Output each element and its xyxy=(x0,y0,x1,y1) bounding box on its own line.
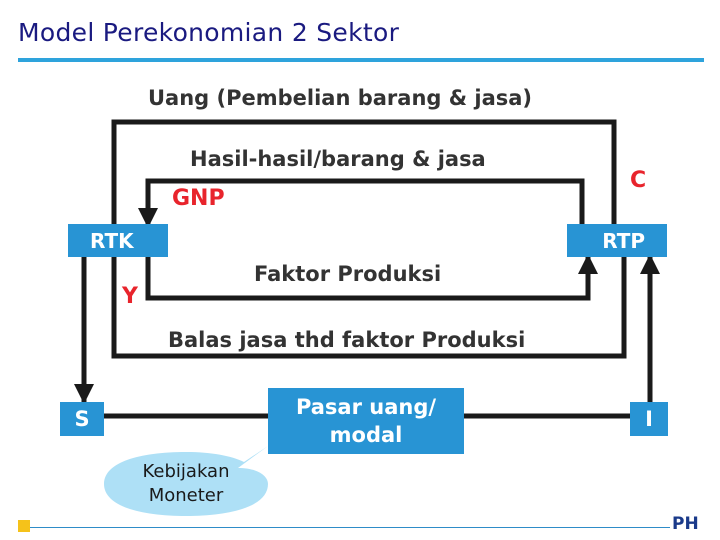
money-market-box: Pasar uang/ modal xyxy=(268,388,464,454)
rtp-label: RTP xyxy=(602,228,645,253)
income-label: Y xyxy=(122,284,138,309)
footer-rule xyxy=(30,527,670,528)
title-underline xyxy=(18,58,704,62)
investment-label: I xyxy=(645,407,653,431)
monetary-policy-bubble xyxy=(104,446,268,516)
factor-production-label: Faktor Produksi xyxy=(254,262,442,286)
footer-initials: PH xyxy=(672,514,699,534)
factor-flow-arrow xyxy=(145,254,598,301)
savings-label: S xyxy=(74,407,90,431)
rtk-label: RTK xyxy=(90,228,134,253)
goods-flow-arrow xyxy=(138,178,585,228)
factor-payment-label: Balas jasa thd faktor Produksi xyxy=(168,328,526,352)
money-flow-label: Uang (Pembelian barang & jasa) xyxy=(148,86,533,110)
money-market-line1: Pasar uang/ xyxy=(295,395,437,419)
gnp-label: GNP xyxy=(172,186,225,211)
page-title: Model Perekonomian 2 Sektor xyxy=(18,18,400,47)
rtk-box: RTK xyxy=(68,224,168,257)
money-flow-loop xyxy=(111,119,617,228)
money-market-line2: modal xyxy=(329,423,403,447)
monetary-policy-line1: Kebijakan xyxy=(142,461,230,482)
consumption-label: C xyxy=(630,168,647,193)
rtp-box: RTP xyxy=(567,224,667,257)
factor-payment-flow xyxy=(111,254,627,359)
investment-box: I xyxy=(630,402,668,436)
monetary-policy-text: Kebijakan Moneter xyxy=(112,460,260,508)
goods-flow-label: Hasil-hasil/barang & jasa xyxy=(190,147,486,171)
monetary-policy-line2: Moneter xyxy=(148,485,224,506)
corner-square xyxy=(18,520,30,532)
savings-box: S xyxy=(60,402,104,436)
